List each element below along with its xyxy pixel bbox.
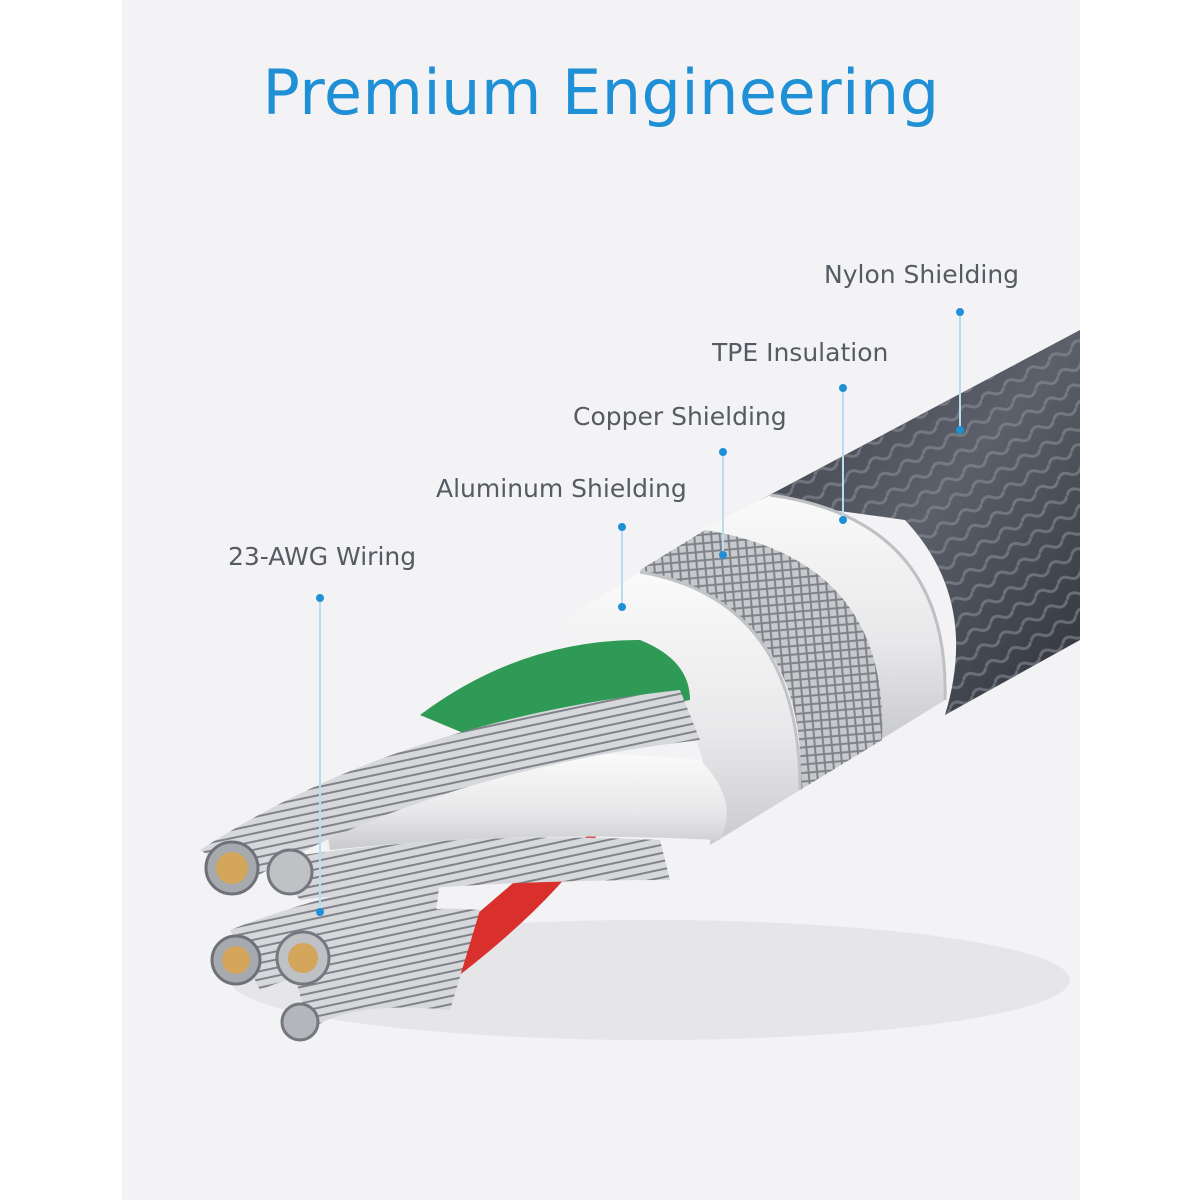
green-wire (420, 640, 690, 740)
aluminum-ring (555, 570, 802, 845)
strand-bundle-bottom (230, 880, 480, 1030)
strand-end-caps (204, 840, 331, 1042)
callout-tpe-insulation: TPE Insulation (712, 338, 889, 367)
page-title: Premium Engineering (262, 56, 940, 129)
copper-mesh (640, 530, 883, 790)
callout-aluminum-shielding: Aluminum Shielding (436, 474, 687, 503)
tpe-ring (700, 493, 947, 740)
nylon-jacket (760, 330, 1080, 715)
callout-copper-shielding: Copper Shielding (573, 402, 787, 431)
strand-bundle-middle (270, 837, 670, 900)
callout-leaders (316, 308, 964, 916)
callout-23-awg-wiring: 23-AWG Wiring (228, 542, 417, 571)
callout-nylon-shielding: Nylon Shielding (824, 260, 1020, 289)
strand-bundle-top (200, 690, 700, 880)
